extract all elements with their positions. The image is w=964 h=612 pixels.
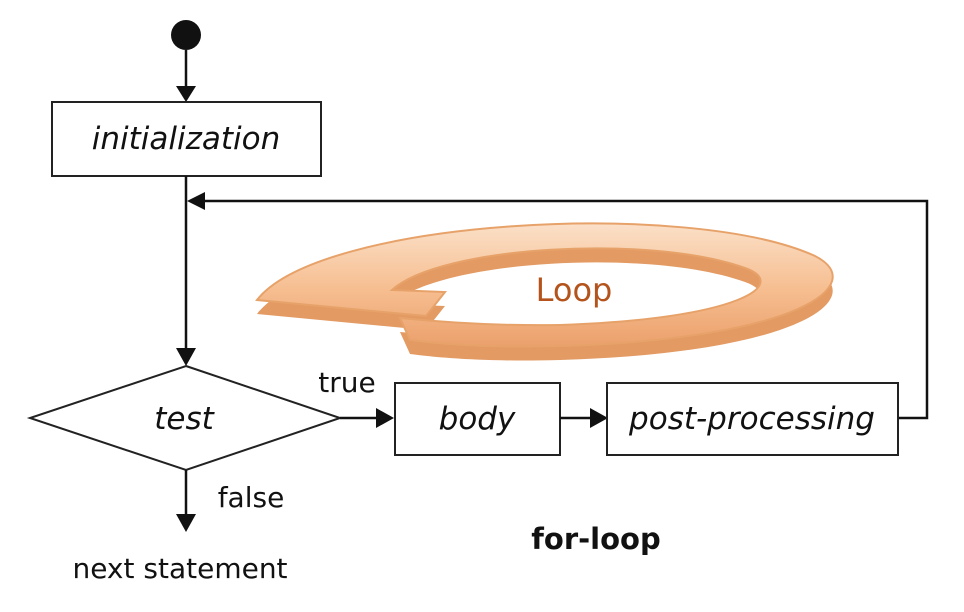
loop-arrow-icon: Loop [255,222,834,361]
loop-label: Loop [536,271,613,309]
post-processing-node: post-processing [606,382,899,456]
arrowhead-loop-back [187,192,205,210]
test-node: test [26,364,344,472]
test-label: test [154,401,215,437]
true-label: true [318,366,375,399]
arrowhead-test [176,348,196,366]
loop-arrow-shape [255,222,834,348]
start-node [171,20,201,50]
arrowhead-post [590,408,608,428]
post-processing-label: post-processing [628,401,875,437]
arrowhead-body [376,408,394,428]
edge-loop-back [205,199,929,420]
caption: for-loop [531,522,660,556]
initialization-label: initialization [92,121,281,157]
arrowhead-next [176,514,196,532]
initialization-node: initialization [51,101,322,177]
false-label: false [218,481,285,514]
body-node: body [394,382,561,456]
arrowhead-init [176,86,196,102]
body-label: body [439,401,516,437]
next-statement-label: next statement [72,552,287,585]
